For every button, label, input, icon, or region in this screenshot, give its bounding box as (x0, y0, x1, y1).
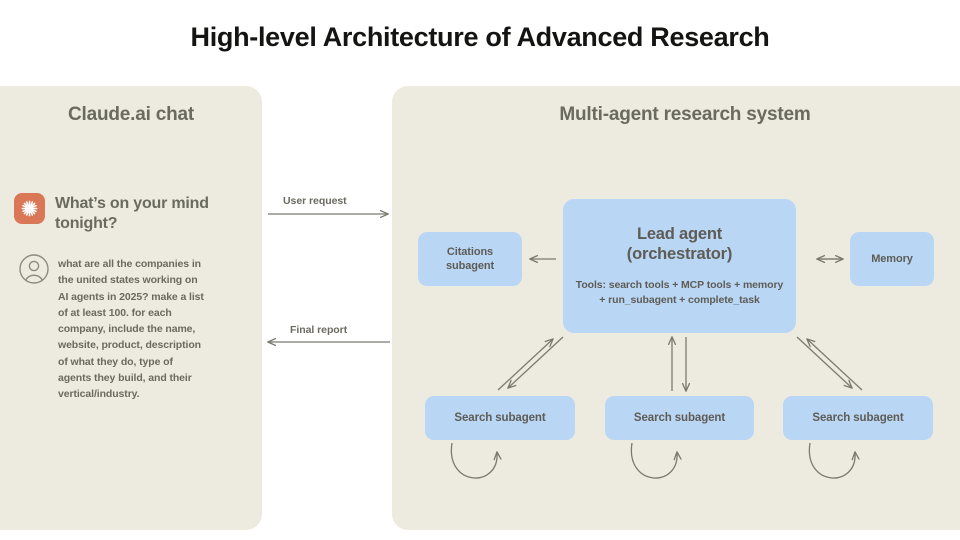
search-subagent-1-label: Search subagent (454, 412, 546, 424)
search-subagent-2-label: Search subagent (633, 412, 726, 424)
label-final-report: Final report (290, 324, 348, 336)
search-subagent-3-label: Search subagent (812, 412, 904, 424)
node-search-subagent-2[interactable]: Search subagent (605, 396, 754, 440)
lead-agent-title-line-2: (orchestrator) (626, 245, 733, 264)
chat-user-prompt-text: what are all the companies in the united… (58, 258, 204, 401)
chat-user-message-row: what are all the companies in the united… (18, 253, 243, 402)
lead-agent-title: Lead agent (orchestrator) (626, 224, 733, 265)
chat-greeting-text: What’s on your mind tonight? (55, 195, 209, 232)
panel-claude-chat: Claude.ai chat (0, 86, 262, 530)
page-title: High-level Architecture of Advanced Rese… (190, 22, 770, 52)
citations-subagent-line-2: subagent (445, 260, 495, 272)
lead-agent-title-line-1: Lead agent (636, 224, 723, 243)
citations-subagent-line-1: Citations (446, 245, 494, 258)
node-lead-agent[interactable]: Lead agent (orchestrator) Tools: search … (563, 199, 796, 333)
node-memory[interactable]: Memory (850, 232, 934, 286)
label-user-request: User request (283, 195, 347, 207)
node-search-subagent-1[interactable]: Search subagent (425, 396, 575, 440)
node-citations-subagent[interactable]: Citations subagent (418, 232, 522, 286)
panel-chat-title: Claude.ai chat (67, 104, 195, 125)
user-avatar-icon (19, 254, 49, 284)
memory-label: Memory (871, 253, 913, 265)
node-search-subagent-3[interactable]: Search subagent (783, 396, 933, 440)
lead-agent-tools-text: Tools: search tools + MCP tools + memory… (575, 278, 784, 307)
chat-greeting-row: What’s on your mind tonight? (14, 193, 244, 234)
claude-starburst-icon (14, 193, 45, 224)
panel-system-title: Multi-agent research system (559, 104, 811, 125)
